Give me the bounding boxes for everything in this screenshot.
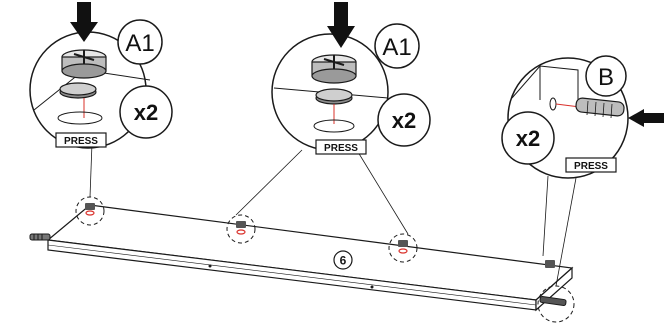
wooden-dowel-icon	[575, 97, 625, 119]
quantity-label: x2	[392, 108, 416, 133]
right-dowel	[539, 295, 567, 307]
quantity-label: x2	[134, 100, 158, 125]
leader-lines	[89, 142, 577, 287]
part-label-a1: A1	[382, 34, 411, 61]
panel-hole	[370, 285, 374, 289]
press-arrow-icon	[327, 2, 355, 48]
panel-hole	[208, 264, 212, 268]
callout-right: B x2 PRESS	[501, 55, 664, 179]
part-label-a1: A1	[125, 30, 154, 57]
callout-left: A1 x2 PRESS	[29, 2, 173, 149]
callout-middle: A1 x2 PRESS	[271, 2, 431, 155]
part-label-b: B	[598, 64, 614, 91]
quantity-label: x2	[516, 126, 540, 151]
hole-outline	[57, 111, 103, 125]
press-arrow-icon	[70, 2, 98, 42]
part-number-label: 6	[340, 254, 347, 268]
left-dowel	[29, 233, 51, 241]
cam-fitting-icon	[59, 49, 107, 99]
cam-fitting-icon	[311, 54, 357, 105]
panel-cam-4	[545, 260, 555, 268]
press-label: PRESS	[64, 136, 98, 147]
panel-board	[46, 204, 574, 312]
panel-cam-2	[226, 214, 256, 244]
panel-cam-3	[388, 233, 418, 263]
press-label: PRESS	[574, 161, 608, 172]
push-arrow-icon	[628, 109, 664, 127]
part-number-badge: 6	[333, 250, 353, 270]
press-label: PRESS	[324, 143, 358, 154]
hole-outline	[313, 119, 355, 133]
